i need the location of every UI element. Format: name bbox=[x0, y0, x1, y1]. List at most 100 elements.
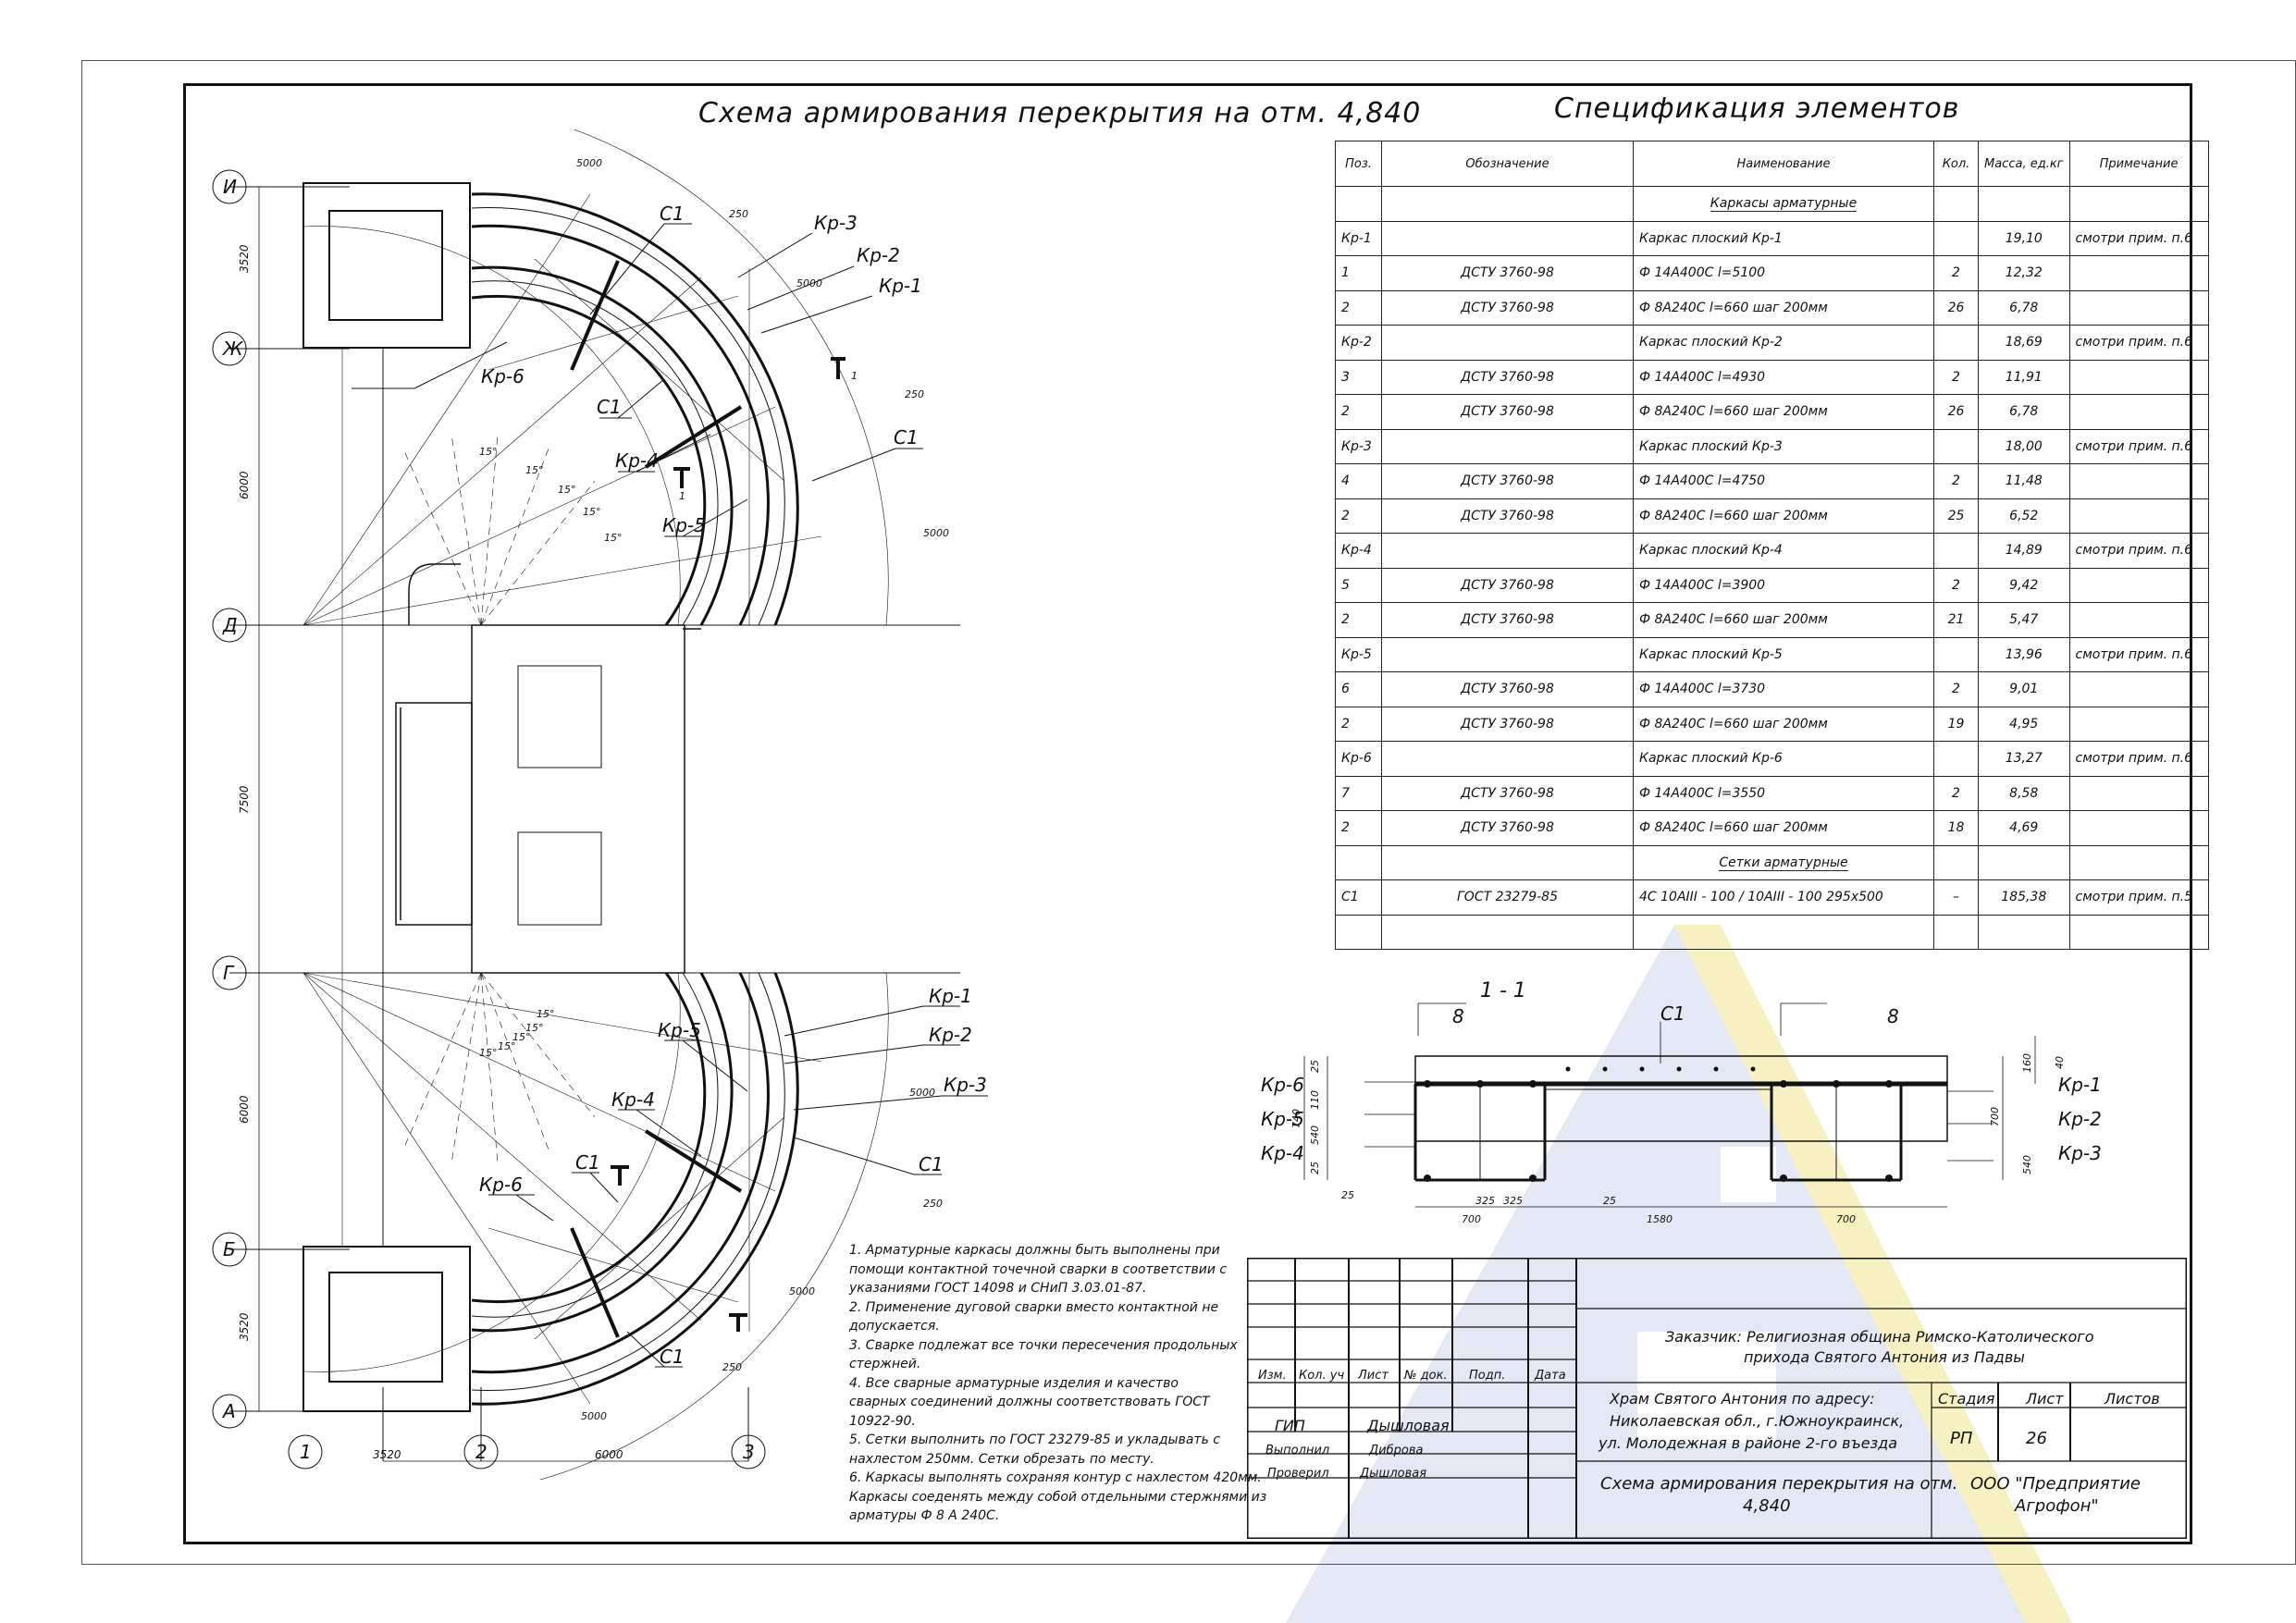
spec-cell-note: смотри прим. п.5 bbox=[2068, 879, 2209, 916]
spec-header: Масса, ед.кг bbox=[1978, 141, 2070, 187]
spec-cell-note bbox=[2068, 775, 2209, 811]
axis-label-4: Б bbox=[223, 1238, 236, 1260]
spec-cell-note bbox=[2068, 359, 2209, 395]
plan-small-text: 5000 250 5000 250 5000 5000 250 5000 250… bbox=[479, 157, 949, 1422]
axis-col-label: 2 bbox=[475, 1441, 488, 1463]
spec-cell-pos: С1 bbox=[1335, 879, 1382, 916]
section-label: 8 bbox=[1887, 1005, 1899, 1027]
spec-cell-qty: 25 bbox=[1933, 498, 1979, 534]
axis-col-label: 1 bbox=[300, 1441, 312, 1463]
spec-cell-pos: 6 bbox=[1335, 671, 1382, 707]
plan-label-deg15: 15° bbox=[525, 464, 544, 476]
columns bbox=[302, 182, 471, 1412]
spec-cell-mass: 11,48 bbox=[1978, 463, 2070, 499]
spec-cell-name: Каркас плоский Кр-1 bbox=[1633, 220, 1934, 256]
spec-cell-mass: 8,58 bbox=[1978, 775, 2070, 811]
plan-text: С1 Кр-3 Кр-2 Кр-1 Кр-6 С1 Кр-4 Кр-5 С1 К… bbox=[479, 203, 987, 1368]
spec-cell-note: смотри прим. п.6 bbox=[2068, 741, 2209, 777]
section-left-label: Кр-5 bbox=[1261, 1108, 1304, 1130]
plan-label-cut1: 1 bbox=[679, 490, 685, 502]
spec-cell-designation: ДСТУ 3760-98 bbox=[1381, 706, 1634, 742]
role-gip: ГИП bbox=[1275, 1417, 1305, 1434]
svg-text:6000: 6000 bbox=[238, 471, 251, 499]
spec-cell-designation bbox=[1381, 325, 1634, 361]
spec-cell-pos: 2 bbox=[1335, 394, 1382, 430]
note-line: 1. Арматурные каркасы должны быть выполн… bbox=[849, 1243, 1220, 1258]
leaders bbox=[352, 223, 988, 1368]
section-text: 1 - 1 8 С1 8 Кр-6 Кр-5 Кр-4 Кр-1 Кр-2 Кр… bbox=[1261, 980, 2102, 1225]
spec-cell-note bbox=[2068, 706, 2209, 742]
spec-cell-pos bbox=[1335, 844, 1382, 880]
spec-cell-name: Каркас плоский Кр-6 bbox=[1633, 741, 1934, 777]
plan-label-deg15: 15° bbox=[525, 1022, 544, 1034]
plan-label-dim5000: 5000 bbox=[796, 277, 822, 289]
spec-cell-qty: – bbox=[1933, 879, 1979, 916]
drawing-name-line-2: 4,840 bbox=[1743, 1496, 1791, 1516]
spec-cell-designation bbox=[1381, 533, 1634, 569]
section-cut-marks bbox=[611, 357, 846, 1332]
spec-title: Спецификация элементов bbox=[1554, 92, 1960, 125]
spec-cell-qty bbox=[1933, 325, 1979, 361]
spec-cell-pos: Кр-2 bbox=[1335, 325, 1382, 361]
section-dim: 540 bbox=[1309, 1125, 1321, 1145]
spec-cell-qty: 2 bbox=[1933, 255, 1979, 291]
svg-text:3520: 3520 bbox=[238, 244, 251, 273]
section-left-label: Кр-4 bbox=[1261, 1142, 1304, 1164]
plan-label-kr3: Кр-3 bbox=[944, 1074, 987, 1096]
spec-cell-mass: 18,00 bbox=[1978, 428, 2070, 464]
spec-cell-name: Каркас плоский Кр-2 bbox=[1633, 325, 1934, 361]
plan-label-kr6: Кр-6 bbox=[479, 1174, 523, 1196]
object-line-1: Храм Святого Антония по адресу: bbox=[1610, 1390, 1875, 1408]
section-left-label: Кр-6 bbox=[1261, 1074, 1304, 1096]
customer-line-1: Заказчик: Религиозная община Римско-Като… bbox=[1665, 1328, 2094, 1346]
plan-label-c1: С1 bbox=[919, 1153, 944, 1175]
svg-text:3520: 3520 bbox=[238, 1312, 251, 1341]
note-line: Каркасы соеденять между собой отдельными… bbox=[849, 1489, 1267, 1505]
spec-cell-qty: 26 bbox=[1933, 394, 1979, 430]
note-line: помощи контактной точечной сварки в соот… bbox=[849, 1261, 1228, 1277]
spec-cell-mass: 9,42 bbox=[1978, 567, 2070, 603]
spec-cell-name: Каркасы арматурные bbox=[1633, 186, 1934, 222]
spec-cell-designation bbox=[1381, 220, 1634, 256]
spec-cell-note bbox=[2068, 671, 2209, 707]
spec-cell-name: Ф 14А400С l=3900 bbox=[1633, 567, 1934, 603]
section-right-label: Кр-2 bbox=[2058, 1108, 2102, 1130]
spec-cell-name: 4С 10АIII - 100 / 10АIII - 100 295х500 bbox=[1633, 879, 1934, 916]
plan-label-dim250: 250 bbox=[905, 388, 924, 400]
spec-header: Поз. bbox=[1335, 141, 1382, 187]
svg-text:6000: 6000 bbox=[238, 1095, 251, 1124]
drawing-title: Схема армирования перекрытия на отм. 4,8… bbox=[698, 97, 1422, 129]
section-label: 1 - 1 bbox=[1480, 980, 1526, 1002]
plan-label-c1: С1 bbox=[660, 1346, 685, 1368]
spec-cell-note bbox=[2068, 844, 2209, 880]
plan-label-kr4: Кр-4 bbox=[611, 1088, 655, 1111]
plan-label-kr5: Кр-5 bbox=[658, 1019, 701, 1041]
customer-line-2: прихода Святого Антония из Падвы bbox=[1744, 1348, 2025, 1366]
spec-cell-note: смотри прим. п.6 bbox=[2068, 220, 2209, 256]
spec-cell-qty: 2 bbox=[1933, 463, 1979, 499]
note-line: 5. Сетки выполнить по ГОСТ 23279-85 и ук… bbox=[849, 1432, 1220, 1447]
plan-label-dim5000: 5000 bbox=[581, 1410, 607, 1422]
spec-cell-pos: 3 bbox=[1335, 359, 1382, 395]
spec-cell-qty bbox=[1933, 220, 1979, 256]
plan-label-kr1: Кр-1 bbox=[879, 275, 922, 297]
spec-cell-name: Ф 8А240С l=660 шаг 200мм bbox=[1633, 394, 1934, 430]
spec-cell-name: Каркас плоский Кр-5 bbox=[1633, 636, 1934, 672]
spec-cell-mass: 12,32 bbox=[1978, 255, 2070, 291]
spec-cell-designation bbox=[1381, 428, 1634, 464]
spec-cell-mass: 6,78 bbox=[1978, 289, 2070, 326]
spec-cell-note bbox=[2068, 498, 2209, 534]
stage-value: РП bbox=[1950, 1429, 1973, 1448]
spec-cell-pos: Кр-3 bbox=[1335, 428, 1382, 464]
spec-cell-pos: Кр-5 bbox=[1335, 636, 1382, 672]
central-core bbox=[395, 563, 701, 974]
plan-label-deg15: 15° bbox=[604, 532, 623, 544]
spec-cell-note bbox=[2068, 810, 2209, 846]
spec-cell-name: Каркас плоский Кр-3 bbox=[1633, 428, 1934, 464]
